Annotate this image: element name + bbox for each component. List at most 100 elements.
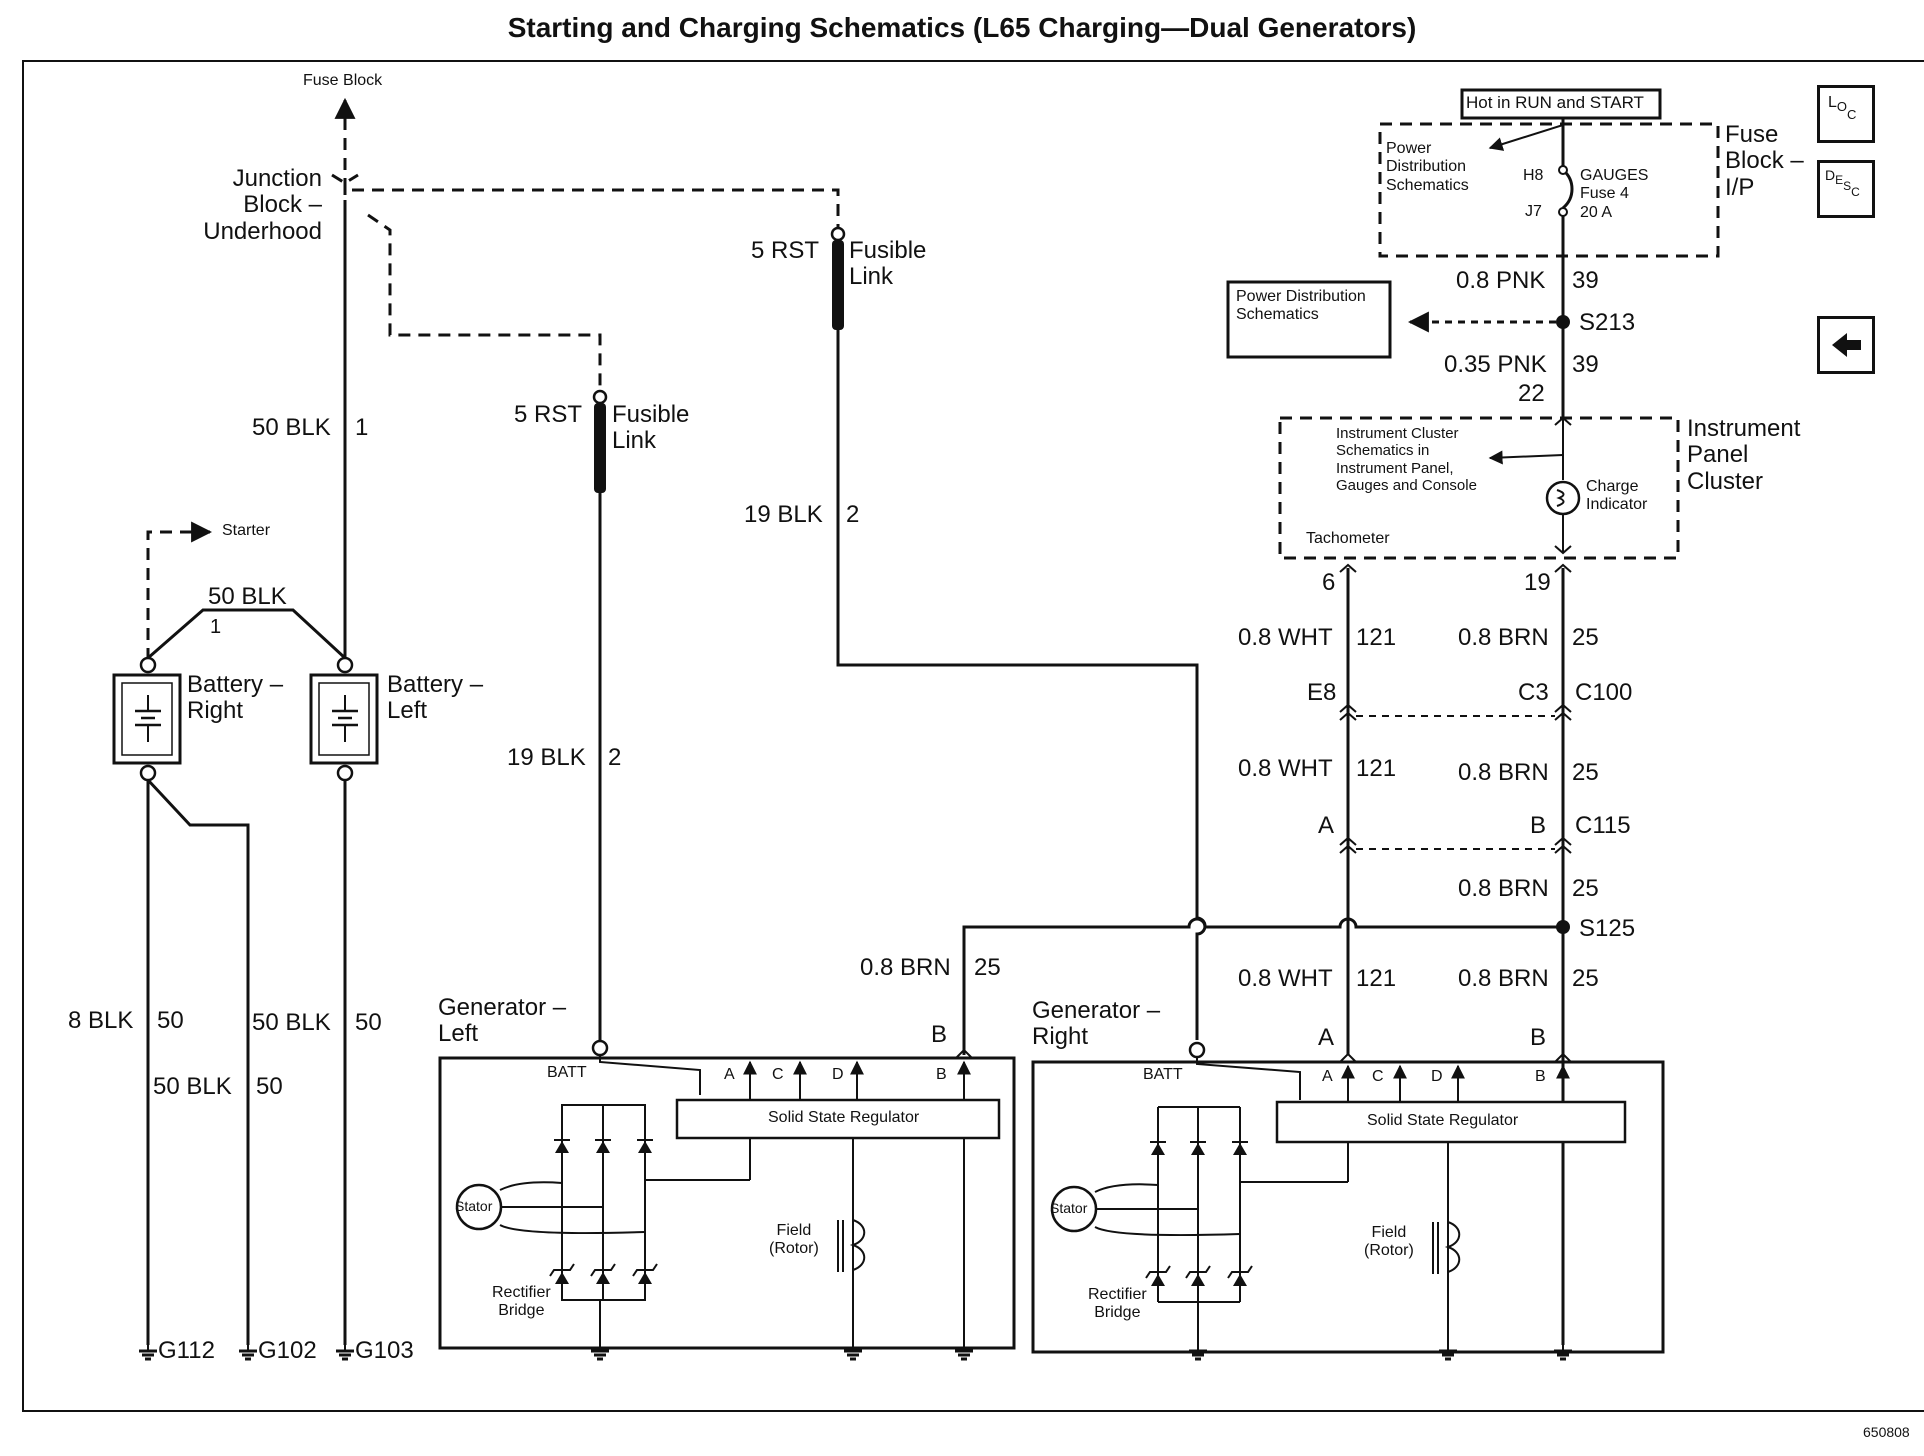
instrument-panel-cluster-box bbox=[1278, 416, 1680, 560]
circuit-121-1: 121 bbox=[1356, 624, 1397, 651]
splice-s213: S213 bbox=[1579, 309, 1636, 336]
ground-g102: G102 bbox=[258, 1337, 317, 1364]
wire-5rst-right: 5 RST bbox=[751, 237, 820, 264]
battery-interconnect-wire bbox=[147, 608, 347, 660]
fusible-link-left-label: Fusible Link bbox=[612, 401, 690, 455]
wire-brn-4: 0.8 BRN bbox=[860, 954, 951, 981]
wire-wht-1: 0.8 WHT bbox=[1238, 624, 1333, 651]
left-arrow-icon bbox=[1832, 333, 1861, 357]
desc-icon: DESC bbox=[1825, 167, 1860, 199]
connector-c100: C100 bbox=[1575, 679, 1633, 706]
ssr-label-left: Solid State Regulator bbox=[768, 1109, 920, 1126]
junction-block-wiring bbox=[331, 97, 840, 665]
charge-indicator bbox=[1488, 416, 1581, 555]
circuit-50-a: 50 bbox=[157, 1007, 184, 1034]
circuit-25-5: 25 bbox=[1572, 965, 1599, 992]
wire-50blk-g103: 50 BLK bbox=[252, 1009, 331, 1036]
stator-label-left: Stator bbox=[455, 1198, 493, 1214]
wire-brn-5: 0.8 BRN bbox=[1458, 965, 1549, 992]
field-label-right: Field (Rotor) bbox=[1364, 1224, 1414, 1260]
generator-left bbox=[438, 1039, 1016, 1361]
circuit-121-2: 121 bbox=[1356, 755, 1397, 782]
fuse-block-ip-label: Fuse Block – I/P bbox=[1725, 121, 1804, 201]
field-label-left: Field (Rotor) bbox=[769, 1222, 819, 1258]
term-c-left: C bbox=[772, 1066, 784, 1083]
cluster-output-wires bbox=[962, 563, 1572, 1345]
generator-right bbox=[1031, 1041, 1665, 1361]
wire-wht-5: 0.8 WHT bbox=[1238, 965, 1333, 992]
starter-label: Starter bbox=[222, 522, 271, 539]
batt-label-left: BATT bbox=[547, 1064, 587, 1081]
fuse-block-ip-box bbox=[1378, 122, 1720, 258]
ssr-label-right: Solid State Regulator bbox=[1367, 1112, 1519, 1129]
loc-icon: LOC bbox=[1828, 94, 1857, 123]
wire-50blk-battery: 50 BLK bbox=[208, 583, 287, 610]
gen-right-b-pin: B bbox=[1530, 1024, 1547, 1051]
pin-j7: J7 bbox=[1525, 203, 1542, 220]
diagram-frame bbox=[22, 60, 1924, 1412]
pin-a-c115: A bbox=[1318, 812, 1335, 839]
pin-b-c115: B bbox=[1530, 812, 1547, 839]
circuit-25-3: 25 bbox=[1572, 875, 1599, 902]
battery-right-symbol bbox=[112, 656, 182, 782]
circuit-1: 1 bbox=[355, 414, 369, 441]
wire-brn-3: 0.8 BRN bbox=[1458, 875, 1549, 902]
circuit-25-1: 25 bbox=[1572, 624, 1599, 651]
pin-22: 22 bbox=[1518, 380, 1545, 407]
tachometer-label: Tachometer bbox=[1306, 530, 1390, 547]
connector-c115: C115 bbox=[1575, 812, 1631, 839]
rectifier-label-left: Rectifier Bridge bbox=[492, 1284, 551, 1320]
hot-in-run-label: Hot in RUN and START bbox=[1466, 93, 1644, 112]
fuse-block-label: Fuse Block bbox=[303, 72, 383, 89]
battery-left-symbol bbox=[309, 656, 379, 782]
loc-button[interactable]: LOC bbox=[1817, 85, 1875, 143]
circuit-50-c: 50 bbox=[256, 1073, 283, 1100]
pin-19: 19 bbox=[1524, 569, 1551, 596]
fusible-link-left bbox=[592, 389, 608, 1040]
wire-50blk-1: 50 BLK bbox=[252, 414, 331, 441]
term-a-right: A bbox=[1322, 1068, 1333, 1085]
wire-brn-1: 0.8 BRN bbox=[1458, 624, 1549, 651]
circuit-25-4: 25 bbox=[974, 954, 1001, 981]
circuit-50-b: 50 bbox=[355, 1009, 382, 1036]
power-dist-label-2: Power Distribution Schematics bbox=[1236, 288, 1366, 324]
starter-wire bbox=[146, 521, 213, 660]
junction-block-label: Junction Block – Underhood bbox=[203, 165, 322, 245]
term-c-right: C bbox=[1372, 1068, 1384, 1085]
gen-right-a-pin: A bbox=[1318, 1024, 1335, 1051]
pin-c3: C3 bbox=[1518, 679, 1549, 706]
fusible-link-right bbox=[830, 226, 1207, 1040]
gen-left-b-pin: B bbox=[931, 1021, 948, 1048]
ic-schematics-label: Instrument Cluster Schematics in Instrum… bbox=[1336, 425, 1477, 494]
batt-label-right: BATT bbox=[1143, 1066, 1183, 1083]
pin-6: 6 bbox=[1322, 569, 1336, 596]
desc-button[interactable]: DESC bbox=[1817, 160, 1875, 218]
term-d-left: D bbox=[832, 1066, 844, 1083]
rectifier-label-right: Rectifier Bridge bbox=[1088, 1286, 1147, 1322]
battery-right-label: Battery – Right bbox=[187, 671, 284, 725]
wire-08pnk: 0.8 PNK bbox=[1456, 267, 1546, 294]
pin-e8: E8 bbox=[1307, 679, 1337, 706]
term-a-left: A bbox=[724, 1066, 735, 1083]
ground-wires bbox=[137, 778, 356, 1361]
wire-8blk: 8 BLK bbox=[68, 1007, 134, 1034]
circuit-39b: 39 bbox=[1572, 351, 1599, 378]
ground-g112: G112 bbox=[158, 1337, 215, 1364]
wire-035pnk: 0.35 PNK bbox=[1444, 351, 1547, 378]
back-button[interactable] bbox=[1817, 316, 1875, 374]
wire-brn-2: 0.8 BRN bbox=[1458, 759, 1549, 786]
wire-19blk-right: 19 BLK bbox=[744, 501, 823, 528]
wire-50blk-g102: 50 BLK bbox=[153, 1073, 232, 1100]
gauges-fuse-label: GAUGES Fuse 4 20 A bbox=[1580, 167, 1649, 221]
power-dist-label-1: Power Distribution Schematics bbox=[1386, 140, 1469, 194]
term-b-right: B bbox=[1535, 1068, 1546, 1085]
circuit-25-2: 25 bbox=[1572, 759, 1599, 786]
battery-left-label: Battery – Left bbox=[387, 671, 484, 725]
wire-5rst-left: 5 RST bbox=[514, 401, 583, 428]
generator-right-label: Generator – Right bbox=[1032, 997, 1161, 1051]
circuit-1b: 1 bbox=[210, 616, 222, 638]
pin-h8: H8 bbox=[1523, 167, 1544, 184]
circuit-121-5: 121 bbox=[1356, 965, 1397, 992]
wire-wht-2: 0.8 WHT bbox=[1238, 755, 1333, 782]
